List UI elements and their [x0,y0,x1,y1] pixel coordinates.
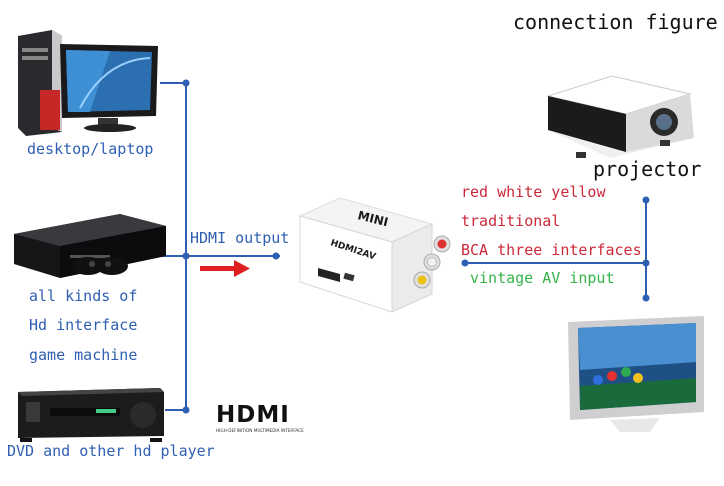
right-dot-bottom [642,294,650,302]
hdmi-logo-image: HDMI HIGH-DEFINITION MULTIMEDIA INTERFAC… [216,402,304,433]
signal-arrow [200,260,250,277]
game-label-line2: Hd interface [29,316,138,334]
computer-label: desktop/laptop [27,140,154,158]
projector-label: projector [593,157,702,181]
right-dot-left [461,259,469,267]
desktop-computer-image [18,30,158,136]
bus-dot-bottom [182,406,190,414]
game-console-image [14,214,166,278]
hdmi-logo-subtext: HIGH-DEFINITION MULTIMEDIA INTERFACE [216,428,304,433]
dvd-label: DVD and other hd player [7,442,215,460]
bus-dot-end [272,252,280,260]
av-label-line3: BCA three interfaces [461,241,642,259]
av-label-line4: vintage AV input [470,269,615,287]
tv-image [568,316,704,432]
dvd-player-image [18,388,164,442]
av-label-line1: red white yellow [461,183,606,201]
av-label-line2: traditional [461,212,561,230]
hdmi-output-label: HDMI output [190,229,290,247]
bus-dot-mid [182,252,190,260]
hdmi2av-converter-image [298,197,451,313]
game-label-line1: all kinds of [29,287,138,305]
projector-image [546,75,694,158]
bus-dot-top [182,79,190,87]
diagram-title: connection figure [513,10,718,34]
hdmi-logo-text: HDMI [216,402,290,428]
right-dot-top [642,196,650,204]
right-dot-mid [642,259,650,267]
game-label-line3: game machine [29,346,138,364]
